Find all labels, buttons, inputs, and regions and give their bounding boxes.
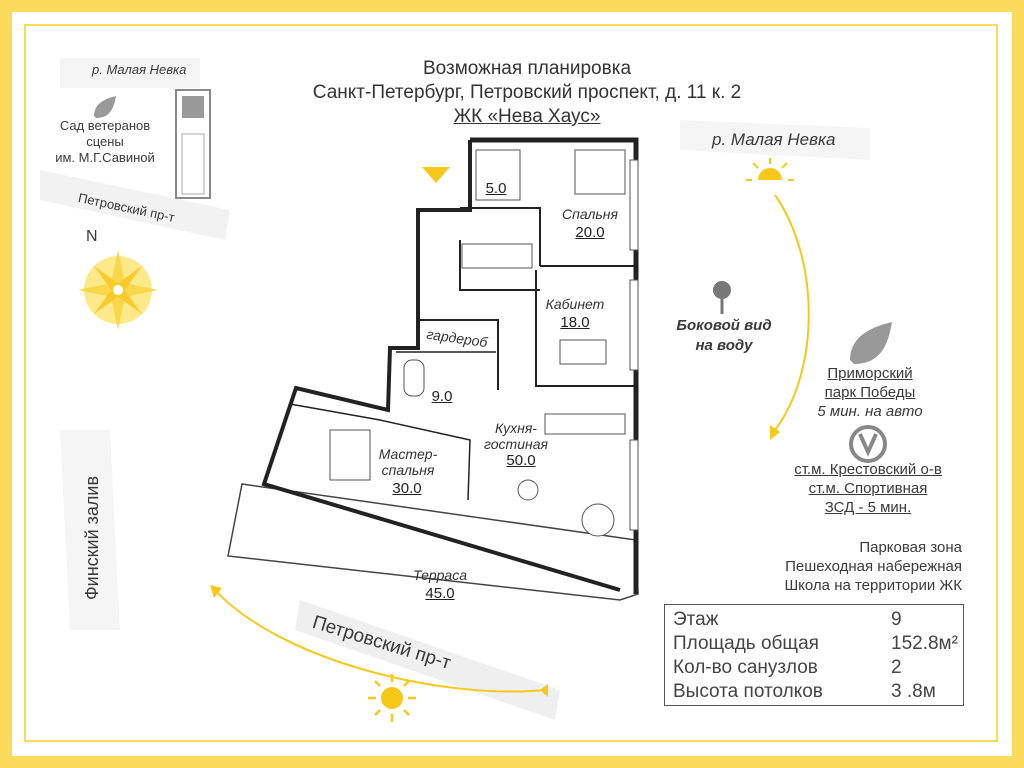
- stat-floor-label: Этаж: [673, 609, 719, 630]
- inner-frame: [24, 24, 998, 742]
- building-icon: [175, 89, 211, 199]
- street-band-top: [40, 170, 230, 240]
- address: Санкт-Петербург, Петровский проспект, д.…: [312, 82, 742, 103]
- room-bedroom-label: Спальня: [562, 206, 618, 222]
- room-master-bedroom-area: 30.0: [392, 480, 422, 497]
- sun-path-right: [774, 194, 810, 431]
- room-study-area: 18.0: [560, 314, 590, 331]
- room-bath-large-area: 9.0: [431, 388, 453, 405]
- stat-area-value: 152.8м²: [891, 633, 958, 654]
- apartment-plan: [227, 137, 639, 601]
- stat-ceiling-label: Высота потолков: [673, 681, 823, 702]
- river-band-top: [60, 58, 200, 88]
- river-label-top: р. Малая Невка: [92, 62, 187, 77]
- page-title: Возможная планировка: [422, 58, 632, 79]
- stat-area-label: Площадь общая: [673, 633, 819, 654]
- river-band-right: [680, 120, 870, 160]
- sun-path-bottom: [214, 589, 546, 693]
- room-bath-small-area: 5.0: [485, 180, 507, 197]
- complex-name: ЖК «Нева Хаус»: [453, 106, 601, 127]
- metro-icon: [849, 425, 887, 463]
- gulf-band: [60, 430, 120, 630]
- map-pin-icon: [713, 281, 731, 314]
- river-label-right: р. Малая Невка: [712, 130, 836, 149]
- gulf-label: Финский залив: [82, 475, 102, 600]
- room-master-bedroom-label: Мастер- спальня: [378, 446, 438, 478]
- stat-floor-value: 9: [891, 609, 902, 630]
- apartment-stats-table: Этаж 9 Площадь общая 152.8м² Кол-во сану…: [664, 604, 964, 706]
- leaf-icon: [94, 96, 116, 118]
- compass-icon: [78, 250, 158, 330]
- leaf-icon: [850, 322, 892, 364]
- stat-bathrooms-value: 2: [891, 657, 902, 678]
- north-label: N: [86, 228, 98, 245]
- room-kitchen-living-label: Кухня- гостиная: [484, 420, 548, 452]
- room-terrace-label: Терраса: [412, 567, 468, 583]
- room-bedroom-area: 20.0: [575, 224, 605, 241]
- room-terrace-area: 45.0: [425, 585, 455, 602]
- stat-bathrooms-label: Кол-во санузлов: [673, 657, 818, 678]
- room-study-label: Кабинет: [545, 296, 605, 312]
- stat-ceiling-value: 3 .8м: [891, 681, 936, 702]
- entrance-arrow-icon: [422, 167, 450, 183]
- sun-icon: [368, 674, 416, 722]
- sun-icon: [746, 158, 794, 181]
- street-band-bottom: [295, 600, 560, 720]
- room-kitchen-living-area: 50.0: [506, 452, 536, 469]
